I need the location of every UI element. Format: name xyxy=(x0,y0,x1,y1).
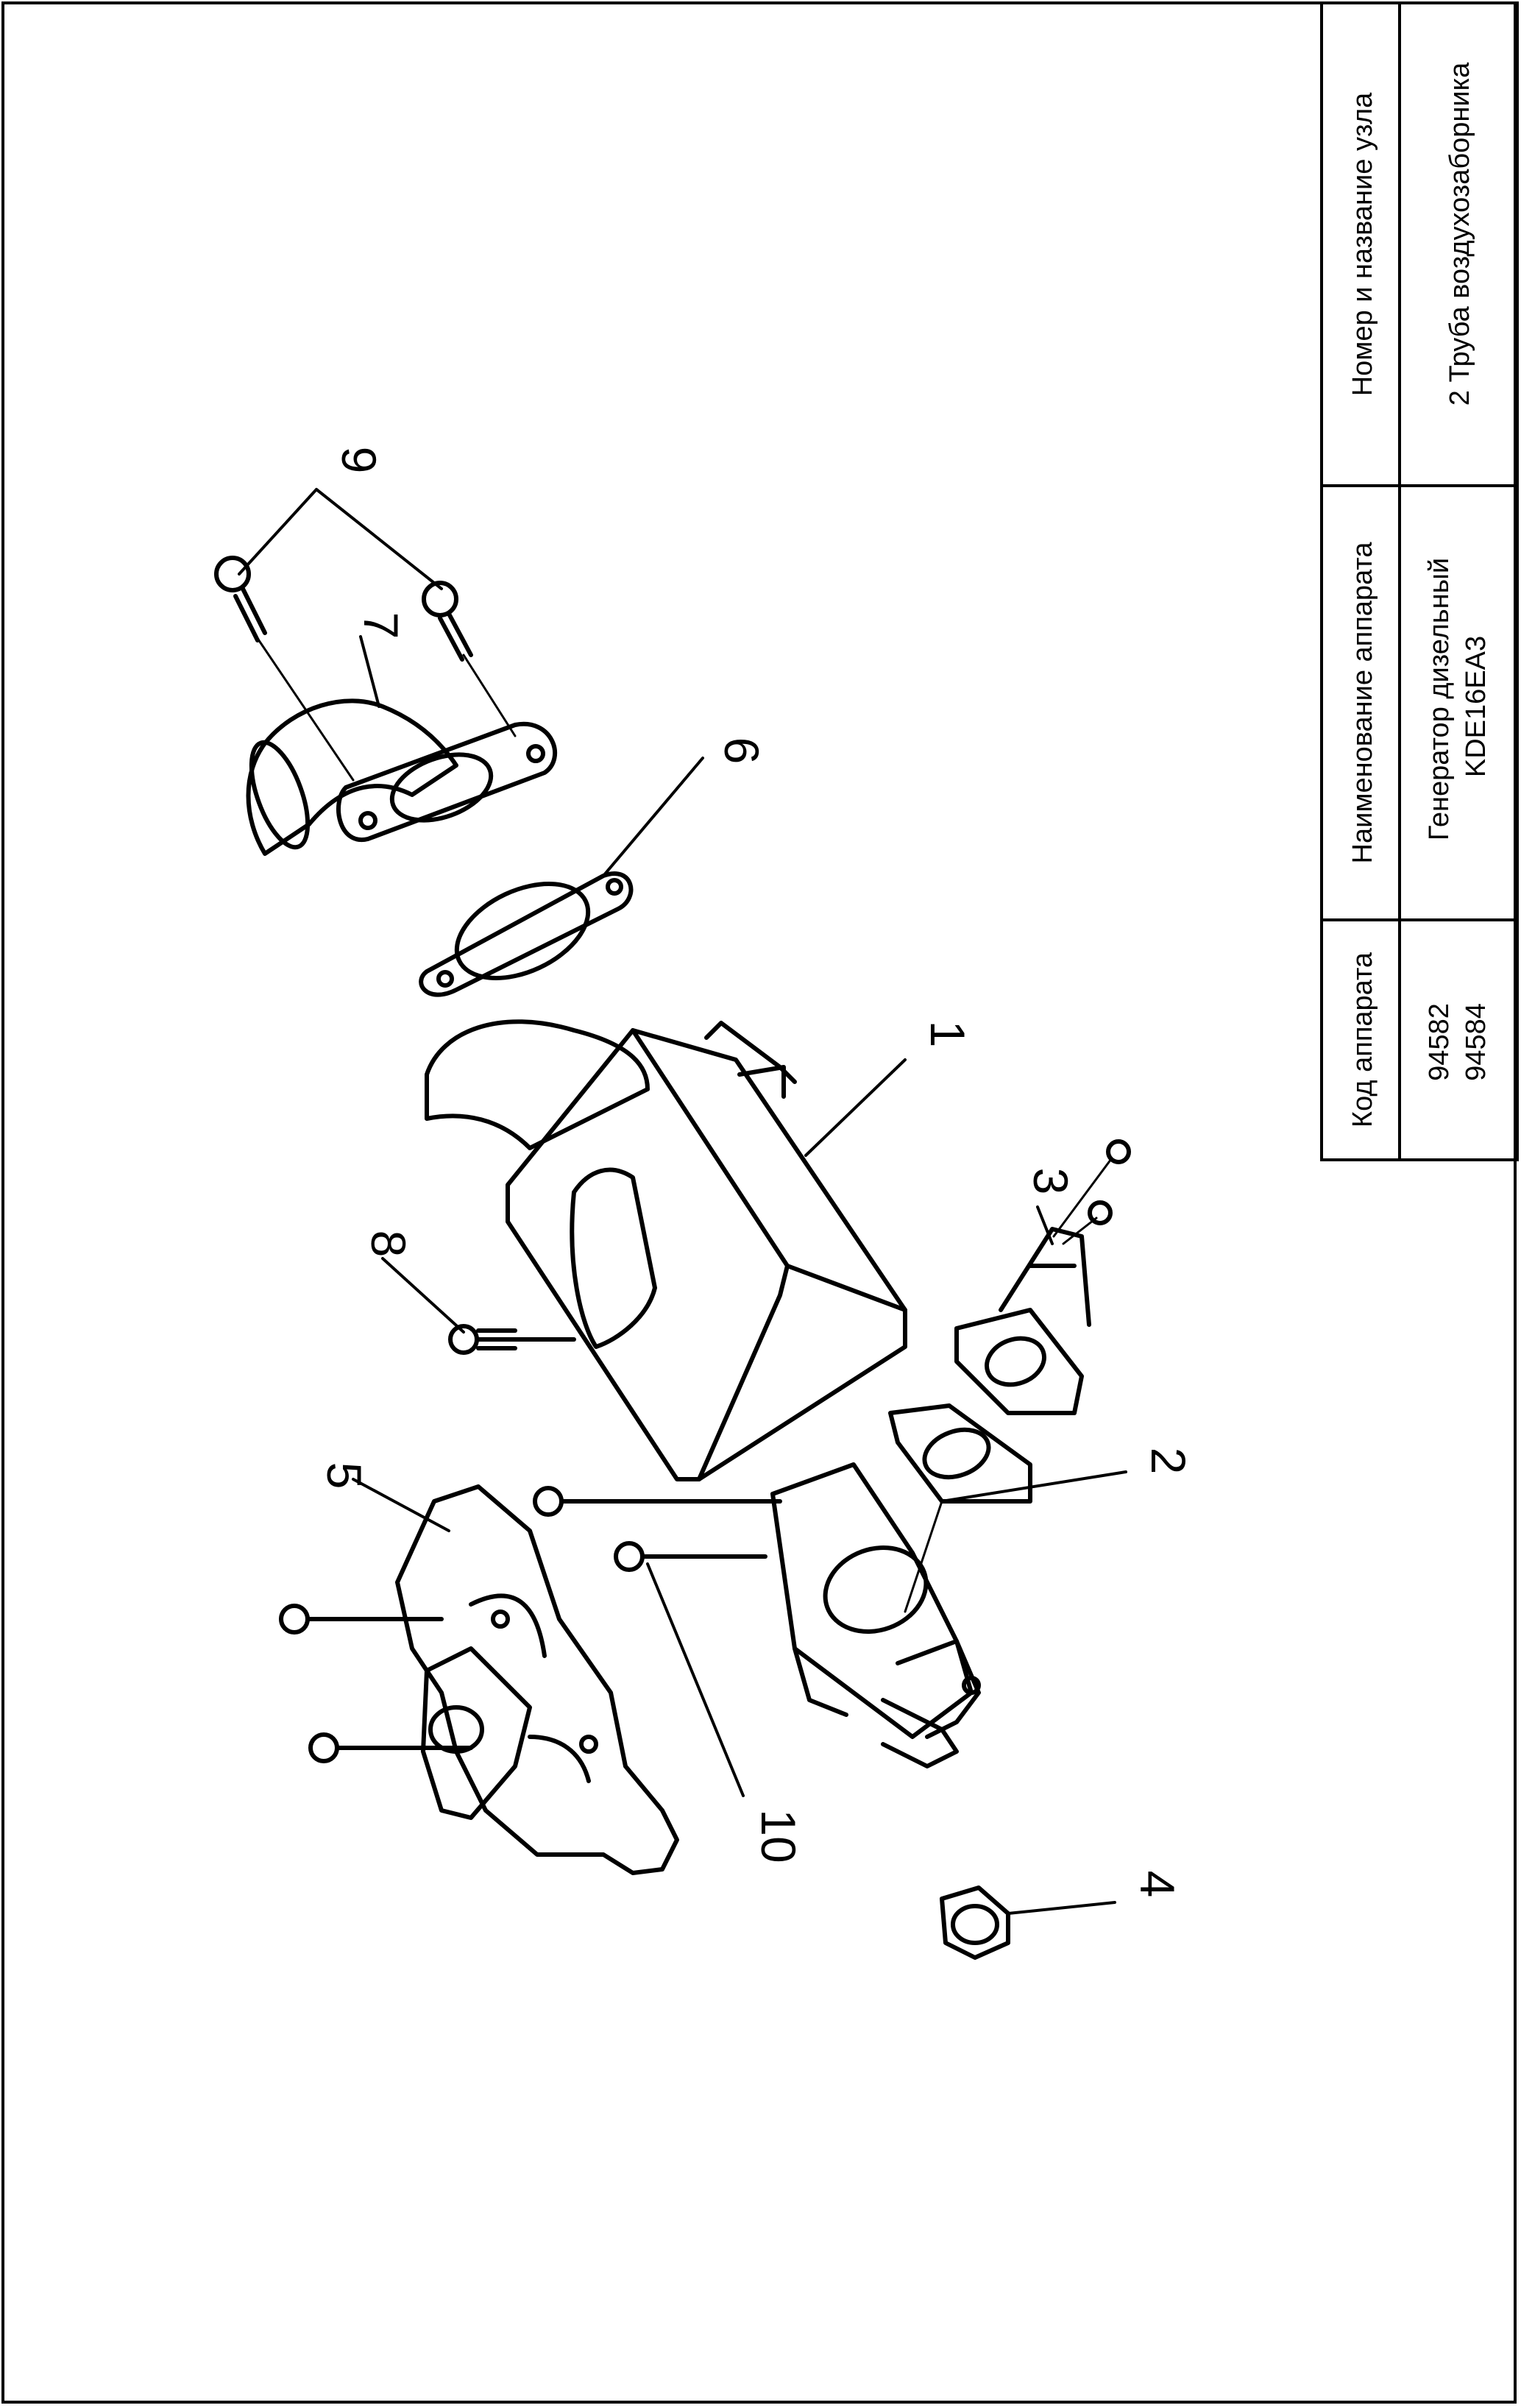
header-device-name: Наименование аппарата xyxy=(1347,542,1378,864)
device-code-2: 94584 xyxy=(1461,1003,1492,1081)
device-code-1: 94582 xyxy=(1424,1003,1455,1081)
part-1-housing xyxy=(425,1019,907,1481)
part-2-throttle xyxy=(770,1462,981,1768)
callout-6: 6 xyxy=(715,737,769,765)
device-name-line-2: KDE16EA3 xyxy=(1461,636,1492,777)
bolt-9a xyxy=(214,556,355,782)
callout-4: 4 xyxy=(1130,1871,1185,1898)
part-2-gasket xyxy=(888,1403,1032,1613)
header-device-code: Код аппарата xyxy=(1347,952,1378,1127)
title-block xyxy=(1320,1,1519,1161)
parts-drawing xyxy=(214,488,1131,1960)
part-4-nut xyxy=(940,1885,1010,1960)
part-6-gasket xyxy=(419,871,634,997)
part-10-screws xyxy=(533,1486,782,1572)
header-node: Номер и название узла xyxy=(1347,92,1378,396)
part-3-sensor xyxy=(954,1139,1131,1415)
part-5-screws xyxy=(279,1604,473,1763)
callout-8: 8 xyxy=(361,1230,416,1258)
leader-lines xyxy=(352,635,1127,1915)
part-5-manifold xyxy=(395,1484,679,1875)
callout-9: 9 xyxy=(332,447,386,474)
callout-2: 2 xyxy=(1141,1448,1196,1475)
callout-10: 10 xyxy=(751,1809,806,1863)
node-value: 2 Труба воздухозаборника xyxy=(1444,62,1475,406)
part-7-elbow xyxy=(246,698,558,856)
device-name-line-1: Генератор дизельный xyxy=(1424,558,1455,840)
callout-numbers: 1 2 3 4 5 6 7 8 9 10 xyxy=(317,447,1196,1898)
part-8-screw xyxy=(448,1324,576,1355)
callout-7: 7 xyxy=(354,612,408,640)
callout-5: 5 xyxy=(317,1462,372,1490)
callout-1: 1 xyxy=(921,1021,975,1048)
bolt-9b xyxy=(422,581,517,737)
callout-3: 3 xyxy=(1024,1168,1078,1195)
